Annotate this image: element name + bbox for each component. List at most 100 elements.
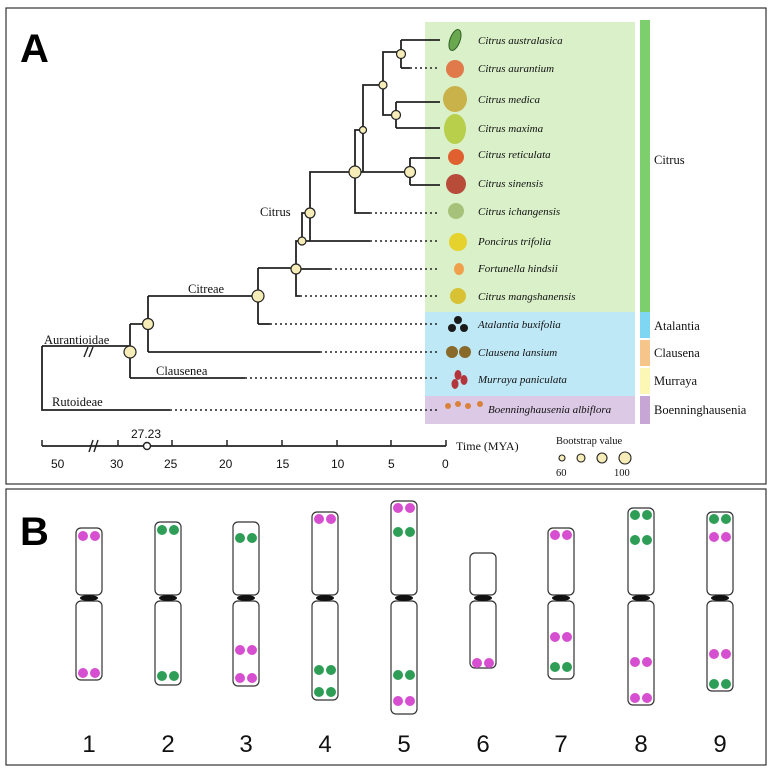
centromere: [395, 595, 413, 601]
magenta-signal-dot: [247, 645, 257, 655]
chromosome-lower-arm: [627, 600, 655, 706]
centromere: [316, 595, 334, 601]
species-labels: Citrus australasica Citrus aurantium Cit…: [477, 35, 612, 416]
chromosome-number: 9: [713, 731, 726, 758]
green-signal-dot: [169, 525, 179, 535]
magenta-signal-dot: [630, 693, 640, 703]
bootstrap-node: [390, 109, 402, 121]
bootstrap-legend-title: Bootstrap value: [556, 436, 623, 447]
species-label: Citrus australasica: [478, 35, 563, 47]
chromosome-lower-arm: [469, 600, 497, 669]
magenta-signal-dot: [314, 514, 324, 524]
chromosome-number: 4: [318, 731, 331, 758]
magenta-signal-dot: [78, 668, 88, 678]
species-label: Murraya paniculata: [477, 374, 567, 386]
species-label: Citrus mangshanensis: [478, 291, 576, 303]
boenninghausenia-bar: [640, 396, 650, 424]
axis-title: Time (MYA): [456, 439, 519, 453]
chromosome-number: 2: [161, 731, 174, 758]
bootstrap-node: [403, 165, 417, 179]
chromosome-lower-arm: [75, 600, 103, 681]
berry-cluster-icon: [448, 316, 468, 332]
magenta-signal-dot: [235, 673, 245, 683]
centromere: [474, 595, 492, 601]
chromosome-lower-arm: [706, 600, 734, 692]
chromosome-upper-arm: [706, 511, 734, 596]
species-label: Citrus maxima: [478, 123, 544, 135]
species-label: Citrus medica: [478, 94, 541, 106]
axis-tick-label: 50: [51, 457, 65, 471]
chromosome-number: 1: [82, 731, 95, 758]
bootstrap-nodes: [123, 48, 417, 359]
magenta-signal-dot: [90, 531, 100, 541]
group-label-boenninghausenia: Boenninghausenia: [654, 403, 747, 417]
green-signal-dot: [709, 679, 719, 689]
magenta-signal-dot: [642, 657, 652, 667]
magenta-signal-dot: [562, 632, 572, 642]
citron-fruit-icon: [443, 86, 467, 112]
green-signal-dot: [247, 533, 257, 543]
divergence-marker-label: 27.23: [131, 427, 161, 441]
orange-fruit-icon: [446, 60, 464, 78]
species-label: Fortunella hindsii: [477, 263, 558, 275]
chromosome-lower-arm: [311, 600, 339, 701]
bootstrap-node: [378, 80, 388, 90]
species-label: Citrus reticulata: [478, 149, 551, 161]
chromosome-number: 3: [239, 731, 252, 758]
green-signal-dot: [393, 670, 403, 680]
clade-label-rutoideae: Rutoideae: [52, 395, 103, 409]
green-signal-dot: [169, 671, 179, 681]
group-label-murraya: Murraya: [654, 374, 697, 388]
axis-tick-label: 0: [442, 457, 449, 471]
magenta-signal-dot: [405, 696, 415, 706]
green-signal-dot: [393, 527, 403, 537]
panel-b-letter: B: [20, 510, 49, 554]
axis-tick-label: 30: [110, 457, 124, 471]
magenta-signal-dot: [393, 503, 403, 513]
trifoliate-fruit-icon: [449, 233, 467, 251]
clade-label-citreae: Citreae: [188, 282, 225, 296]
bootstrap-node: [123, 345, 137, 359]
green-signal-dot: [562, 662, 572, 672]
axis-tick-label: 20: [219, 457, 233, 471]
green-signal-dot: [314, 665, 324, 675]
bootstrap-node: [141, 317, 155, 331]
chromosome: 1: [75, 527, 103, 758]
chromosome: 9: [706, 511, 734, 758]
chromosome-upper-arm: [469, 552, 497, 596]
divergence-marker: [142, 441, 152, 451]
green-signal-dot: [721, 514, 731, 524]
magenta-signal-dot: [78, 531, 88, 541]
chromosome-upper-arm: [390, 500, 418, 596]
centromere: [632, 595, 650, 601]
centromere: [159, 595, 177, 601]
magenta-signal-dot: [550, 632, 560, 642]
chromosome-number: 6: [476, 731, 489, 758]
magenta-signal-dot: [472, 658, 482, 668]
magenta-signal-dot: [235, 645, 245, 655]
clausena-bar: [640, 340, 650, 366]
panel-a-frame: [5, 7, 767, 485]
chromosome-upper-arm: [311, 511, 339, 596]
murraya-fruit-icon: [451, 370, 468, 389]
chromosome-upper-arm: [232, 521, 260, 596]
panel-a: A Citrus Atalantia Clausena Murraya Boen…: [5, 7, 767, 485]
chromosome: 5: [390, 500, 418, 758]
axis-tick-label: 25: [164, 457, 178, 471]
green-signal-dot: [642, 510, 652, 520]
bootstrap-legend-min: 60: [556, 468, 567, 479]
green-signal-dot: [314, 687, 324, 697]
leaf-fruit-icon: [448, 29, 462, 51]
magenta-signal-dot: [562, 530, 572, 540]
chromosome-number: 8: [634, 731, 647, 758]
species-label: Boenninghausenia albiflora: [488, 404, 612, 416]
bootstrap-node: [395, 48, 407, 60]
centromere: [237, 595, 255, 601]
species-label: Poncirus trifolia: [477, 236, 552, 248]
clade-label-clausenea: Clausenea: [156, 364, 208, 378]
branch-break-mark: [83, 346, 94, 358]
species-label: Atalantia buxifolia: [477, 319, 561, 331]
bootstrap-node: [251, 289, 265, 303]
axis-tick-label: 5: [388, 457, 395, 471]
